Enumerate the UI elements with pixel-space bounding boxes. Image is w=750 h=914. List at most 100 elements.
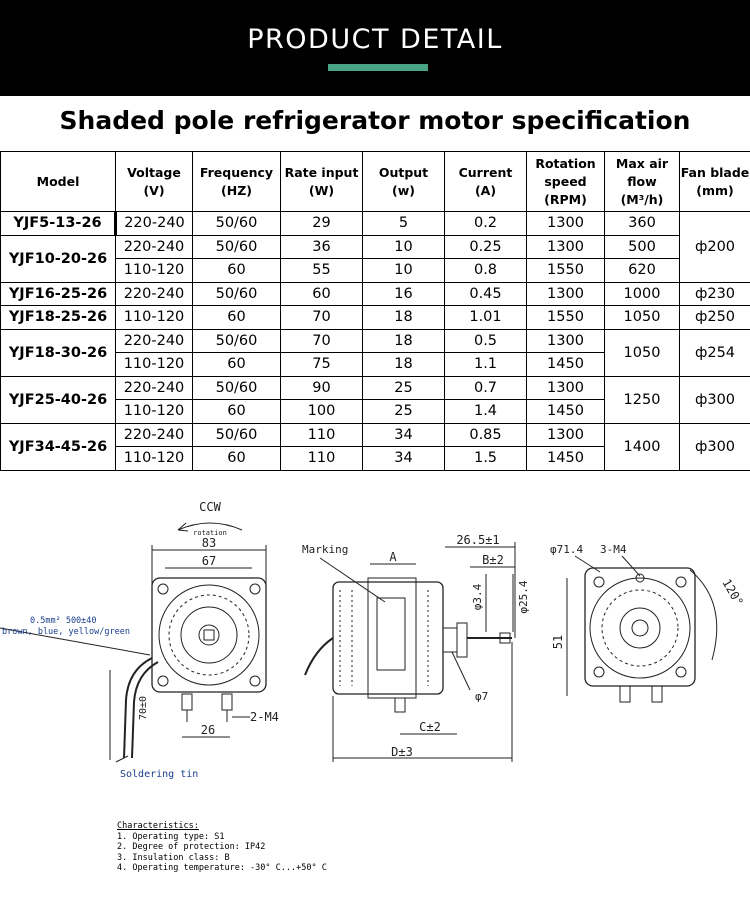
cell-rate-input: 75 [280,352,363,377]
rotor-ring [180,606,238,664]
table-row: YJF18-30-26 220-240 50/60 70 18 0.5 1300… [0,328,750,377]
cell-frequency: 60 [192,446,281,471]
title-underline [328,64,428,71]
ccw-label: CCW [199,500,221,514]
cell-speed: 1300 [526,422,605,447]
dim-7-label: φ7 [475,690,488,703]
table-row: 110-120 60 110 34 1.5 1450 [1,446,750,471]
header-fan-blade: Fan blade(mm) [679,151,750,212]
note-item: 4. Operating temperature: -30° C...+50° … [117,863,327,873]
leader-line [451,651,471,691]
dim-c-label: C±2 [419,720,441,734]
dim-d-label: D±3 [391,745,413,759]
back-outer [589,577,691,679]
angle-arc [689,569,718,661]
cell-current: 1.4 [444,399,527,424]
cell-voltage: 110-120 [115,258,193,283]
cell-current: 0.25 [444,234,527,259]
dim-265-label: 26.5±1 [456,533,499,547]
back-terminal [651,685,663,703]
cell-voltage: 220-240 [115,211,193,236]
cell-output: 18 [362,305,445,330]
header-voltage: Voltage(V) [115,151,193,212]
cell-model: YJF10-20-26 [0,234,116,283]
soldering-label: Soldering tin [120,769,198,780]
dim-120-label: 120° [719,577,746,609]
cell-fan-blade: ф200 [679,211,750,283]
cell-current: 0.5 [444,328,527,353]
side-cable [304,637,334,676]
back-fins [601,589,679,667]
cell-voltage: 220-240 [115,375,193,400]
note-item: 1. Operating type: S1 [117,831,225,842]
ccw-arrowhead [177,522,189,532]
cell-airflow: 1000 [604,281,680,306]
mount-hole [249,675,261,687]
cell-frequency: 50/60 [192,211,281,236]
shaft-hub [198,624,220,646]
cell-frequency: 60 [192,399,281,424]
cell-output: 18 [362,352,445,377]
cell-output: 25 [362,399,445,424]
mount-hole [675,666,687,678]
motor-frame [151,577,267,693]
back-frame [584,567,696,687]
dim-3m4-label: 3-M4 [600,543,627,556]
table-row: YJF10-20-26 220-240 50/60 36 10 0.25 130… [0,234,750,283]
cell-output: 10 [362,258,445,283]
cell-rate-input: 110 [280,446,363,471]
table-row: YJF25-40-26 220-240 50/60 90 25 0.7 1300… [0,375,750,424]
cell-speed: 1550 [526,305,605,330]
note-item: 2. Degree of protection: IP42 [117,842,266,852]
side-terminal [394,697,406,713]
cell-frequency: 50/60 [192,422,281,447]
cell-speed: 1300 [526,375,605,400]
table-row: YJF34-45-26 220-240 50/60 110 34 0.85 13… [0,422,750,471]
cell-output: 25 [362,375,445,400]
cell-frequency: 60 [192,258,281,283]
table-header-row: Model Voltage(V) Frequency(HZ) Rate inpu… [0,151,750,212]
bracket [456,622,468,658]
cell-rate-input: 90 [280,375,363,400]
cell-speed: 1300 [526,281,605,306]
back-view: φ71.4 3-M4 120° 51 [550,543,746,703]
cell-airflow: 500 [604,234,680,259]
cell-model: YJF5-13-26 [0,211,117,236]
dim-714-label: φ71.4 [550,543,583,556]
shaft-key [203,629,215,641]
cell-fan-blade: ф300 [679,375,750,424]
cell-rate-input: 100 [280,399,363,424]
cell-current: 1.5 [444,446,527,471]
cell-speed: 1300 [526,211,605,236]
page-title: PRODUCT DETAIL [247,24,503,55]
cell-output: 10 [362,234,445,259]
cell-speed: 1450 [526,446,605,471]
cable-spec-label: 0.5mm² 500±40 [30,616,97,626]
cell-voltage: 220-240 [115,422,193,447]
cell-rate-input: 70 [280,305,363,330]
dim-a-label: A [389,550,397,564]
header-banner: PRODUCT DETAIL [0,0,750,96]
leader-line [621,555,641,577]
table-row: 110-120 60 100 25 1.4 1450 [1,399,750,424]
cell-model: YJF18-30-26 [0,328,116,377]
cell-airflow: 1050 [604,328,680,377]
motor-technical-drawing: CCW rotation 83 67 26 2-M4 [0,500,746,780]
cell-airflow: 1250 [604,375,680,424]
cell-fan-blade: ф230 [679,281,750,306]
mount-hole [635,573,645,583]
shaft-nut [499,632,511,644]
cell-voltage: 220-240 [115,328,193,353]
spec-table: Model Voltage(V) Frequency(HZ) Rate inpu… [0,151,750,471]
cell-speed: 1450 [526,352,605,377]
table-row: 110-120 60 55 10 0.8 1550 620 [1,258,750,283]
cell-output: 34 [362,446,445,471]
table-row: YJF5-13-26 220-240 50/60 29 5 0.2 1300 3… [0,211,750,283]
cell-current: 1.01 [444,305,527,330]
cell-airflow: 620 [604,258,680,283]
cell-voltage: 220-240 [115,281,193,306]
front-view: CCW rotation 83 67 26 2-M4 [0,500,279,780]
cell-fan-blade: ф300 [679,422,750,471]
stator-stack [367,577,417,699]
cell-rate-input: 110 [280,422,363,447]
